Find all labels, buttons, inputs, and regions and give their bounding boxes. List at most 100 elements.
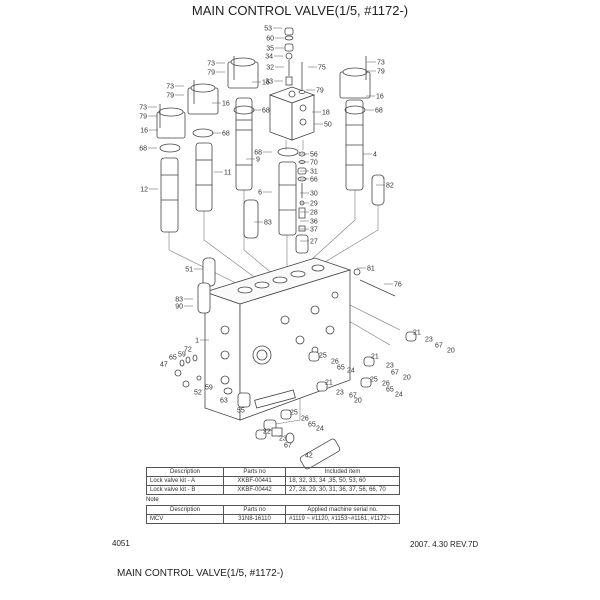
callout-label-11: 11 xyxy=(224,170,231,177)
cell-description: Lock valve kit - A xyxy=(146,476,224,486)
callout-label-20: 20 xyxy=(447,348,455,355)
callout-label-32: 32 xyxy=(266,65,274,72)
cell-parts-no: 31N8-16110 xyxy=(223,514,286,524)
callout-label-79: 79 xyxy=(166,93,174,100)
callout-label-4: 4 xyxy=(373,152,377,159)
callout-label-67: 67 xyxy=(349,393,357,400)
callout-label-42: 42 xyxy=(305,453,313,460)
callout-label-21: 21 xyxy=(325,380,333,387)
table-row: Lock valve kit - B XKBF-00442 27, 28, 29… xyxy=(146,485,400,495)
column-header: Included item xyxy=(285,467,400,477)
callout-label-33: 33 xyxy=(265,79,273,86)
callout-label-26: 26 xyxy=(301,416,309,423)
table-row: MCV 31N8-16110 #1119 ~ #1120, #1153~#116… xyxy=(146,514,400,524)
callout-label-21: 21 xyxy=(413,330,421,337)
callout-label-16: 16 xyxy=(140,128,148,135)
callout-label-68: 68 xyxy=(262,108,270,115)
callout-label-23: 23 xyxy=(425,337,433,344)
plug-icon xyxy=(405,331,417,342)
callout-label-34: 34 xyxy=(265,54,273,61)
callout-label-59: 59 xyxy=(205,385,213,392)
lock-valve-block xyxy=(268,27,316,141)
plug-icon xyxy=(308,351,320,362)
column-header: Applied machine serial no. xyxy=(285,505,400,515)
column-header: Description xyxy=(146,467,224,477)
callout-label-24: 24 xyxy=(395,392,403,399)
callout-label-24: 24 xyxy=(347,368,355,375)
callout-label-21: 21 xyxy=(371,354,379,361)
callout-label-79: 79 xyxy=(377,69,385,76)
revision-date: 2007. 4.30 REV.7D xyxy=(410,540,479,549)
callout-label-68: 68 xyxy=(222,131,230,138)
plug-icon xyxy=(316,381,328,392)
cell-included-item: 18, 32, 33, 34 ,35, 50, 53, 60 xyxy=(285,476,400,486)
callout-label-73: 73 xyxy=(377,60,385,67)
callout-label-23: 23 xyxy=(386,363,394,370)
cell-parts-no: XKBF-00441 xyxy=(223,476,286,486)
callout-label-37: 37 xyxy=(310,227,318,234)
callout-label-73: 73 xyxy=(166,84,174,91)
callout-label-6: 6 xyxy=(258,190,262,197)
cell-included-item: 27, 28, 29, 30, 31, 36, 37, 56, 66, 70 xyxy=(285,485,400,495)
callout-label-83: 83 xyxy=(175,297,183,304)
callout-label-35: 35 xyxy=(266,46,274,53)
plug-icon xyxy=(360,377,372,388)
callout-label-20: 20 xyxy=(354,398,362,405)
callout-label-51: 51 xyxy=(185,267,193,274)
o-rings xyxy=(159,105,366,182)
callout-label-79: 79 xyxy=(139,114,147,121)
callout-label-63: 63 xyxy=(220,398,228,405)
callout-label-20: 20 xyxy=(403,375,411,382)
callout-label-79: 79 xyxy=(207,70,215,77)
plug-icon xyxy=(280,409,292,420)
callout-label-82: 82 xyxy=(386,183,394,190)
callout-label-16: 16 xyxy=(222,101,230,108)
callout-labels: 5360353432337579185073791673791673791668… xyxy=(139,26,455,460)
callout-label-65: 65 xyxy=(386,387,394,394)
callout-label-23: 23 xyxy=(279,436,287,443)
figure-caption: MAIN CONTROL VALVE(1/5, #1172-) xyxy=(117,568,284,579)
serial-number-table: Description Parts no Applied machine ser… xyxy=(146,505,400,524)
callout-label-68: 68 xyxy=(375,108,383,115)
callout-label-65: 65 xyxy=(169,355,177,362)
callout-label-79: 79 xyxy=(316,88,324,95)
callout-label-60: 60 xyxy=(266,36,274,43)
cell-parts-no: XKBF-00442 xyxy=(223,485,286,495)
callout-label-67: 67 xyxy=(435,343,443,350)
callout-label-31: 31 xyxy=(310,169,318,176)
callout-label-66: 66 xyxy=(310,177,318,184)
callout-label-56: 56 xyxy=(310,152,318,159)
main-valve-body xyxy=(203,257,352,421)
callout-label-24: 24 xyxy=(316,426,324,433)
plug-icon xyxy=(363,356,375,367)
callout-label-53: 53 xyxy=(264,26,272,33)
plug-assemblies xyxy=(255,331,417,440)
callout-label-22: 22 xyxy=(263,429,271,436)
column-header: Parts no xyxy=(223,467,286,477)
plug-icon xyxy=(255,429,267,440)
lock-valve-kit-table: Description Parts no Included item Lock … xyxy=(146,467,400,495)
callout-label-16: 16 xyxy=(262,80,270,87)
callout-label-1: 1 xyxy=(195,338,199,345)
cell-serial-range: #1119 ~ #1120, #1153~#1161, #1172~ xyxy=(285,514,400,524)
page-number: 4051 xyxy=(112,539,130,548)
callout-label-72: 72 xyxy=(184,347,192,354)
callout-label-73: 73 xyxy=(139,105,147,112)
callout-label-76: 76 xyxy=(394,282,402,289)
callout-label-52: 52 xyxy=(194,390,202,397)
column-header: Parts no xyxy=(223,505,286,515)
callout-label-55: 55 xyxy=(237,408,245,415)
callout-label-29: 29 xyxy=(310,201,318,208)
callout-label-47: 47 xyxy=(160,362,168,369)
callout-label-68: 68 xyxy=(139,146,147,153)
callout-label-36: 36 xyxy=(310,219,318,226)
callout-label-90: 90 xyxy=(175,304,183,311)
callout-label-12: 12 xyxy=(140,187,148,194)
callout-label-67: 67 xyxy=(284,443,292,450)
callout-label-65: 65 xyxy=(337,365,345,372)
callout-label-68: 68 xyxy=(254,150,262,157)
solenoid-valves xyxy=(156,56,371,139)
callout-label-18: 18 xyxy=(322,110,330,117)
callout-label-67: 67 xyxy=(391,370,399,377)
